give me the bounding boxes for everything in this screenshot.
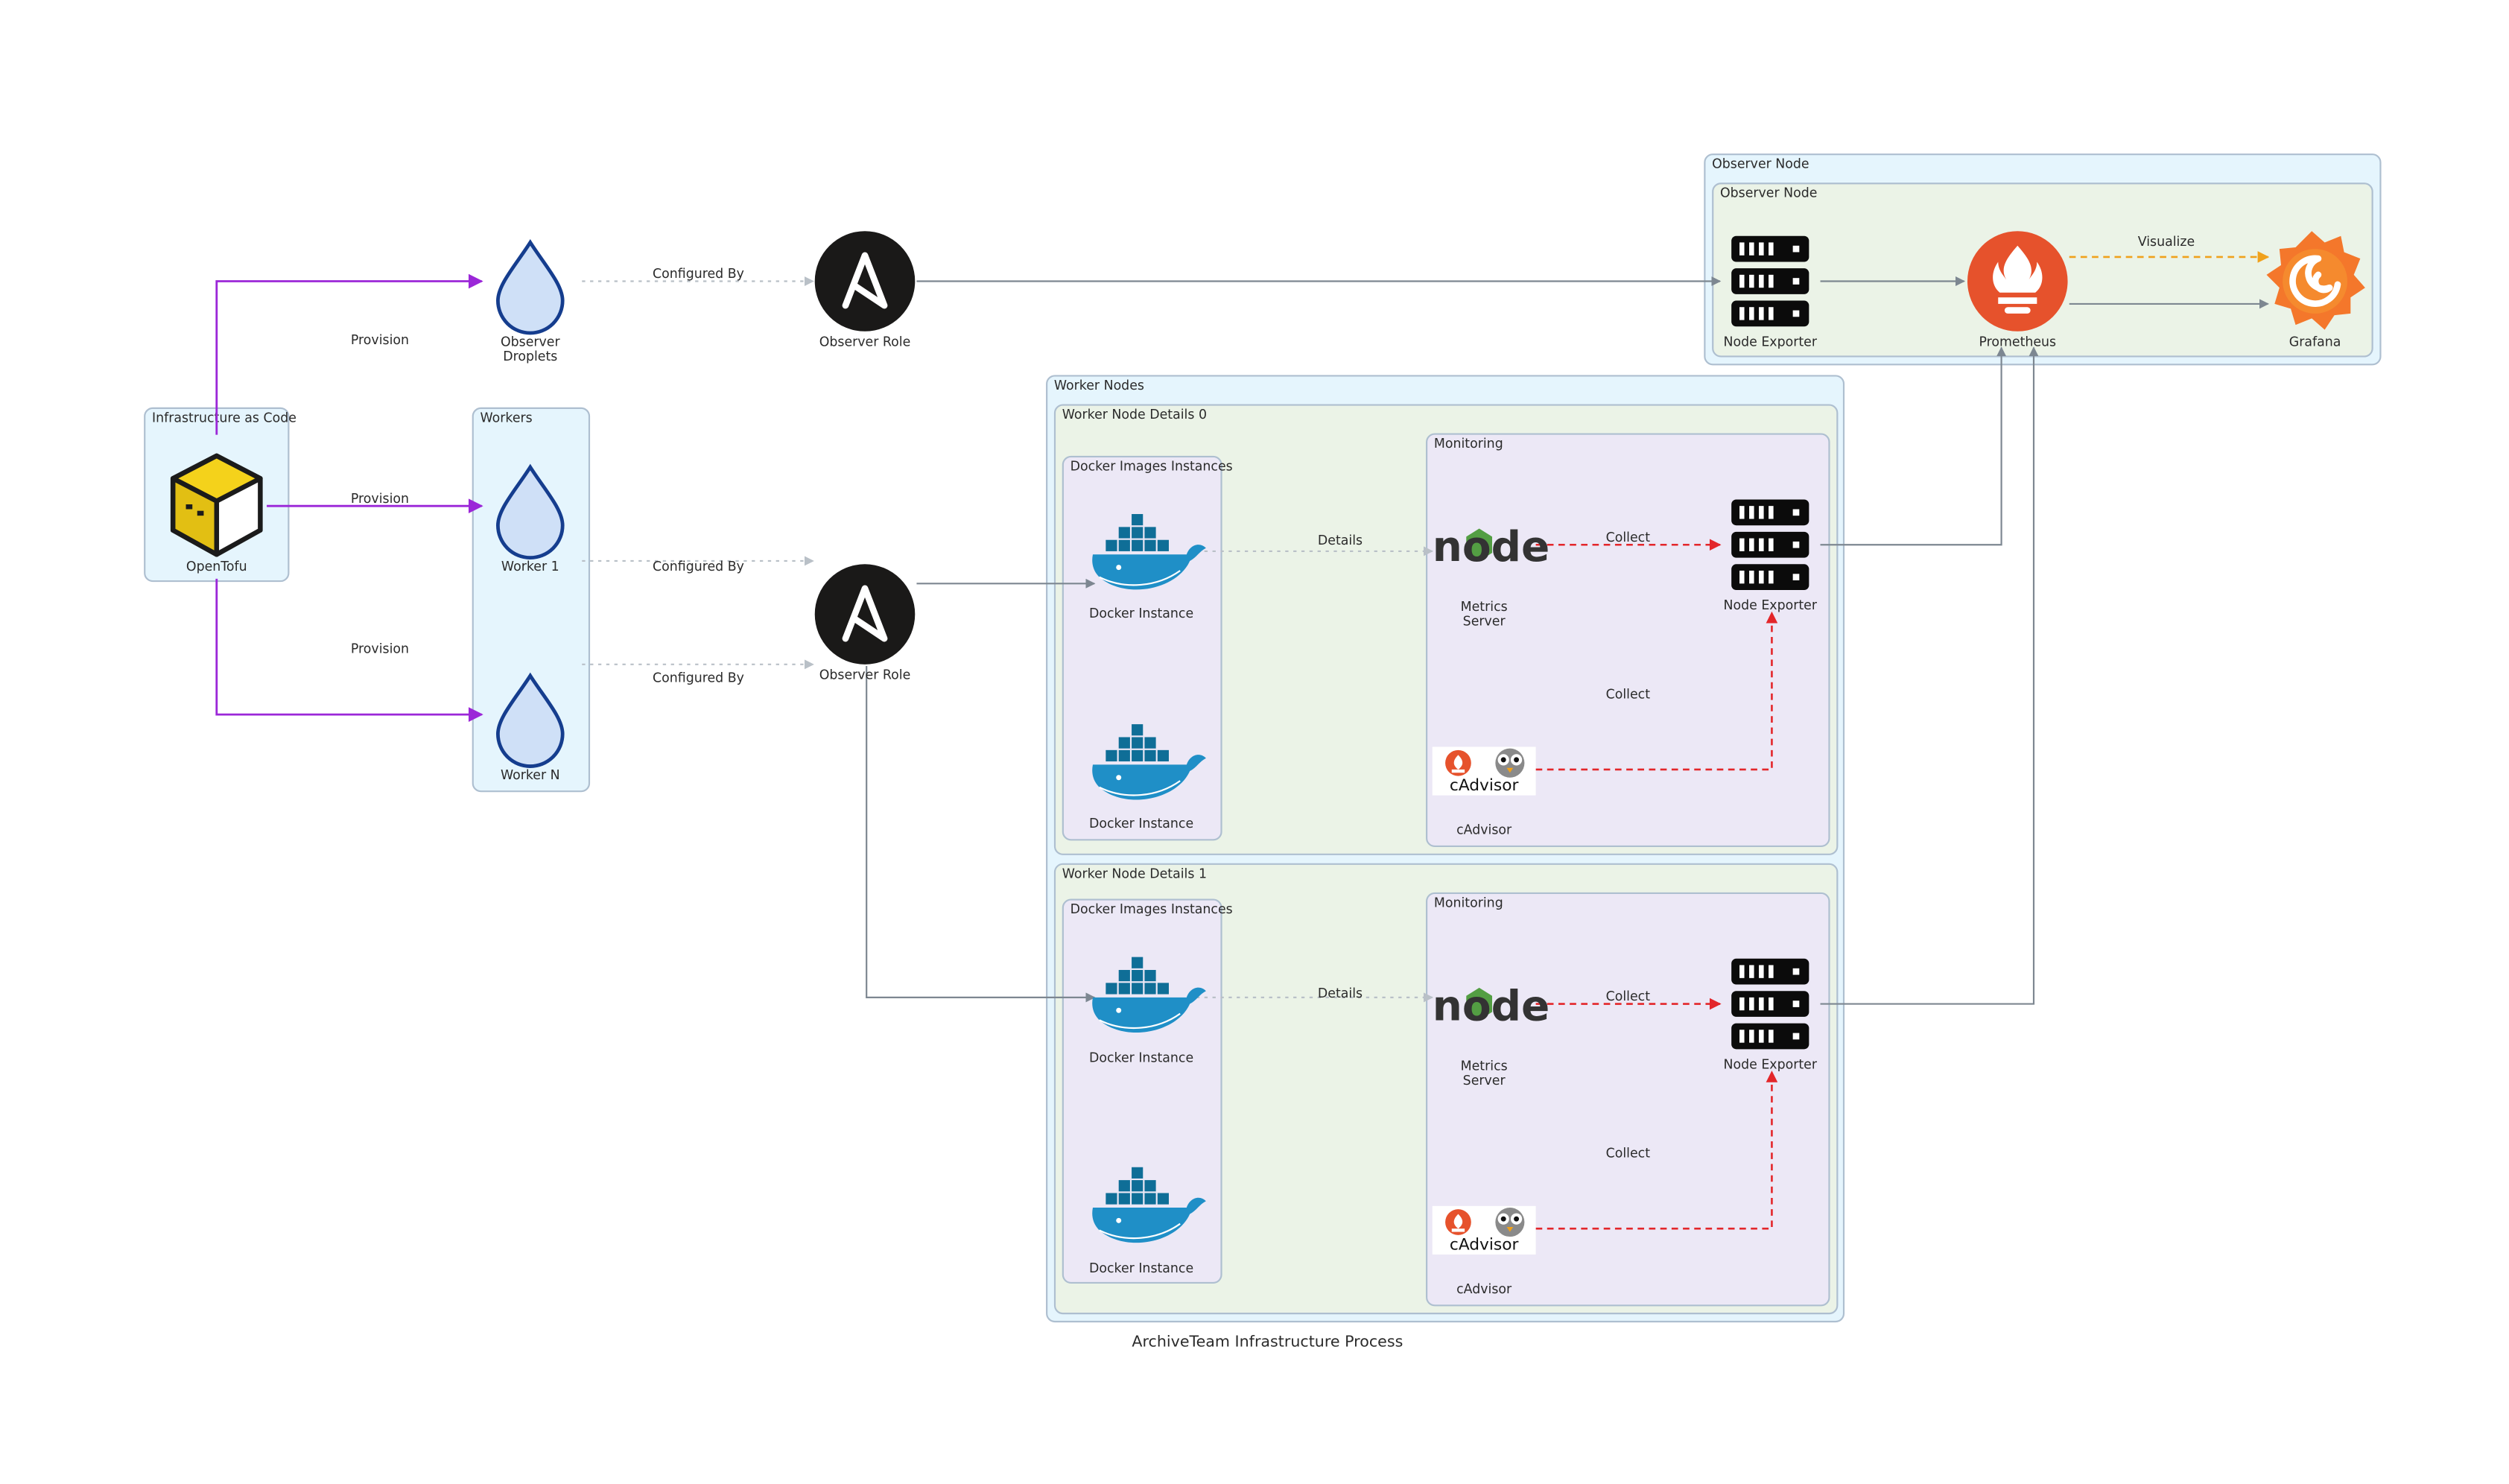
cadvisor-logo-text: cAdvisor	[1450, 1235, 1519, 1254]
node-opentofu[interactable]: OpenTofu	[170, 453, 263, 574]
label-metrics-1-2: Server	[1463, 1074, 1506, 1088]
droplet-icon	[498, 242, 562, 333]
node-observer-droplets[interactable]: Observer Droplets	[498, 242, 562, 364]
label-configured-workerN: Configured By	[653, 671, 744, 686]
node-metrics-server-1[interactable]: node Metrics Server	[1433, 982, 1550, 1088]
node-node-exporter-0[interactable]: Node Exporter	[1724, 499, 1818, 613]
edge-labels: Provision Provision Provision Configured…	[351, 235, 2195, 1161]
edge-provision-observer	[215, 273, 483, 435]
label-provision-workerN: Provision	[351, 642, 409, 657]
label-collect-metrics-0: Collect	[1606, 530, 1651, 545]
label-prometheus: Prometheus	[1979, 334, 2056, 349]
label-visualize: Visualize	[2138, 235, 2195, 250]
cluster-monitoring-1: Monitoring	[1426, 892, 1830, 1307]
node-docker-instance-0a[interactable]: Docker Instance	[1089, 513, 1207, 621]
node-worker-n[interactable]: Worker N	[498, 676, 562, 783]
nodejs-logo-text: node	[1433, 523, 1550, 571]
nodejs-logo-text: node	[1433, 982, 1550, 1030]
cluster-monitoring-0: Monitoring	[1426, 433, 1830, 848]
label-cadvisor-0: cAdvisor	[1456, 823, 1512, 838]
node-grafana[interactable]: Grafana	[2266, 231, 2365, 349]
nodejs-logo-icon: node	[1433, 982, 1550, 1030]
cluster-label-observer-outer: Observer Node	[1712, 157, 1809, 172]
server-stack-icon	[1731, 235, 1809, 327]
cluster-docker-images-1: Docker Images Instances	[1062, 898, 1233, 1284]
edge-collect-cadvisor-1	[1535, 1071, 1778, 1230]
server-stack-icon	[1731, 958, 1809, 1050]
edge-exporter1-to-prometheus	[1820, 346, 2039, 1005]
label-configured-observer: Configured By	[653, 267, 744, 282]
label-observer-role-top: Observer Role	[819, 334, 911, 349]
node-worker-1[interactable]: Worker 1	[498, 467, 562, 574]
node-docker-instance-0b[interactable]: Docker Instance	[1089, 723, 1207, 831]
label-docker-1b: Docker Instance	[1089, 1261, 1193, 1276]
grafana-swirl-icon	[2266, 231, 2365, 330]
cluster-label-wnd0: Worker Node Details 0	[1062, 408, 1207, 422]
nodejs-logo-icon: node	[1433, 523, 1550, 571]
server-stack-icon	[1731, 499, 1809, 591]
label-metrics-0-2: Server	[1463, 615, 1506, 630]
prometheus-flame-icon	[1967, 231, 2068, 332]
label-docker-1a: Docker Instance	[1089, 1051, 1193, 1066]
cadvisor-logo-text: cAdvisor	[1450, 776, 1519, 795]
cluster-label-monitoring-0: Monitoring	[1434, 437, 1503, 451]
cluster-label-docker-0: Docker Images Instances	[1070, 459, 1233, 474]
cluster-label-wnd1: Worker Node Details 1	[1062, 866, 1207, 881]
label-node-exporter-0: Node Exporter	[1724, 598, 1818, 613]
label-configured-worker1: Configured By	[653, 559, 744, 574]
cluster-label-worker-nodes: Worker Nodes	[1054, 378, 1144, 393]
node-cadvisor-0[interactable]: cAdvisor cAdvisor	[1432, 746, 1536, 838]
edges	[215, 251, 2270, 1230]
label-provision-observer: Provision	[351, 333, 409, 348]
label-observer-role-mid: Observer Role	[819, 668, 911, 682]
cluster-label-observer-inner: Observer Node	[1720, 186, 1817, 201]
label-opentofu: OpenTofu	[186, 559, 247, 574]
node-observer-role-top[interactable]: Observer Role	[815, 231, 916, 349]
edge-collect-cadvisor-0	[1535, 611, 1778, 771]
edge-provision-workerN	[215, 578, 483, 722]
label-observer-droplets-1: Observer	[501, 334, 560, 349]
ansible-icon	[815, 231, 916, 332]
node-docker-instance-1b[interactable]: Docker Instance	[1089, 1166, 1207, 1276]
label-details-1: Details	[1318, 986, 1363, 1001]
label-docker-0b: Docker Instance	[1089, 816, 1193, 831]
label-metrics-0-1: Metrics	[1461, 600, 1508, 615]
diagram-caption: ArchiveTeam Infrastructure Process	[1132, 1333, 1403, 1351]
edge-role-to-docker-1	[866, 666, 1096, 1003]
label-node-exporter-observer: Node Exporter	[1724, 334, 1818, 349]
label-grafana: Grafana	[2289, 334, 2341, 349]
label-collect-metrics-1: Collect	[1606, 989, 1651, 1004]
node-metrics-server-0[interactable]: node Metrics Server	[1433, 523, 1550, 630]
node-prometheus[interactable]: Prometheus	[1967, 231, 2068, 349]
label-observer-droplets-2: Droplets	[503, 349, 557, 364]
label-worker-n: Worker N	[501, 768, 560, 783]
label-metrics-1-1: Metrics	[1461, 1059, 1508, 1074]
cluster-label-workers: Workers	[480, 410, 533, 425]
node-docker-instance-1a[interactable]: Docker Instance	[1089, 956, 1207, 1066]
label-details-0: Details	[1318, 533, 1363, 548]
label-docker-0a: Docker Instance	[1089, 606, 1193, 621]
cluster-docker-images-0: Docker Images Instances	[1062, 455, 1233, 841]
label-collect-cadvisor-1: Collect	[1606, 1147, 1651, 1161]
node-cadvisor-1[interactable]: cAdvisor cAdvisor	[1432, 1205, 1536, 1297]
edge-exporter0-to-prometheus	[1820, 346, 2007, 546]
node-node-exporter-observer[interactable]: Node Exporter	[1724, 235, 1818, 350]
label-provision-worker1: Provision	[351, 492, 409, 507]
node-observer-role-mid[interactable]: Observer Role	[815, 564, 916, 682]
ansible-icon	[815, 564, 916, 665]
cluster-label-iac: Infrastructure as Code	[152, 410, 296, 425]
cluster-workers: Workers	[472, 407, 591, 793]
label-cadvisor-1: cAdvisor	[1456, 1282, 1512, 1297]
label-collect-cadvisor-0: Collect	[1606, 687, 1651, 702]
cluster-label-docker-1: Docker Images Instances	[1070, 902, 1233, 917]
node-node-exporter-1[interactable]: Node Exporter	[1724, 958, 1818, 1073]
opentofu-cube-icon	[170, 453, 263, 557]
label-node-exporter-1: Node Exporter	[1724, 1057, 1818, 1072]
cluster-label-monitoring-1: Monitoring	[1434, 895, 1503, 910]
label-worker-1: Worker 1	[501, 559, 559, 574]
